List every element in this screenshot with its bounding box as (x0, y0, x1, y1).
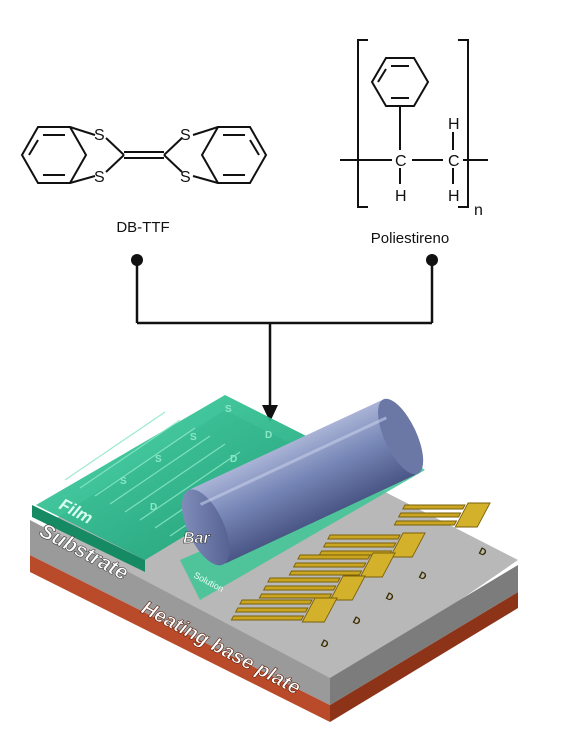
db-ttf-structure (20, 126, 268, 184)
db-ttf-atom-s1: S (94, 127, 105, 144)
polystyrene-atom-h1: H (395, 188, 407, 205)
film-pad-d1: D (265, 430, 272, 441)
heating-plate-right (330, 592, 518, 722)
film-pad-s1: S (225, 404, 232, 415)
pad-label-d5: D (319, 638, 331, 651)
film-pad-d2: D (230, 454, 237, 465)
pad-label-d4: D (351, 615, 363, 628)
substrate-front (30, 520, 330, 705)
pad-label-d2: D (417, 570, 429, 583)
pad-label-d3: D (384, 591, 396, 604)
heating-plate-front (30, 555, 330, 722)
film-pad-s4: S (120, 476, 127, 487)
film-pad-d3: D (150, 502, 157, 513)
device-stack: D D D D D S S S S D D D (30, 395, 518, 722)
electrode-row-2 (288, 552, 396, 578)
db-ttf-name: DB-TTF (116, 219, 169, 236)
polystyrene-structure (340, 39, 488, 208)
film-pad-s3: S (155, 454, 162, 465)
db-ttf-atom-s2: S (94, 169, 105, 186)
polystyrene-atom-c1: C (395, 153, 407, 170)
polystyrene-atom-c2: C (448, 153, 460, 170)
electrode-row-3 (258, 575, 366, 601)
mixing-connector (135, 260, 434, 410)
polystyrene-repeat-n: n (474, 202, 483, 219)
polystyrene-atom-h3: H (448, 188, 460, 205)
electrode-row-1 (318, 532, 426, 558)
exposed-electrodes (230, 502, 491, 623)
polystyrene-name: Poliestireno (371, 230, 449, 247)
film-front (32, 505, 145, 572)
substrate-right (330, 565, 518, 705)
film-pad-labels: S S S S D D D (120, 404, 272, 513)
db-ttf-atom-s3: S (180, 127, 191, 144)
electrode-row-4 (230, 597, 338, 623)
film-pad-s2: S (190, 432, 197, 443)
bar-end-left (181, 489, 230, 566)
film-top (36, 395, 330, 560)
polystyrene-atom-h2: H (448, 116, 460, 133)
db-ttf-atom-s4: S (180, 169, 191, 186)
coating-bar (181, 398, 424, 566)
electrode-row-5 (393, 502, 491, 528)
connector-dot-right (426, 254, 438, 266)
bar-end-right (377, 398, 424, 475)
bar-body (189, 400, 417, 564)
connector-dot-left (131, 254, 143, 266)
connector-arrowhead (262, 405, 278, 422)
pad-label-d1: D (477, 546, 489, 559)
bar-label: Bar (183, 530, 210, 547)
